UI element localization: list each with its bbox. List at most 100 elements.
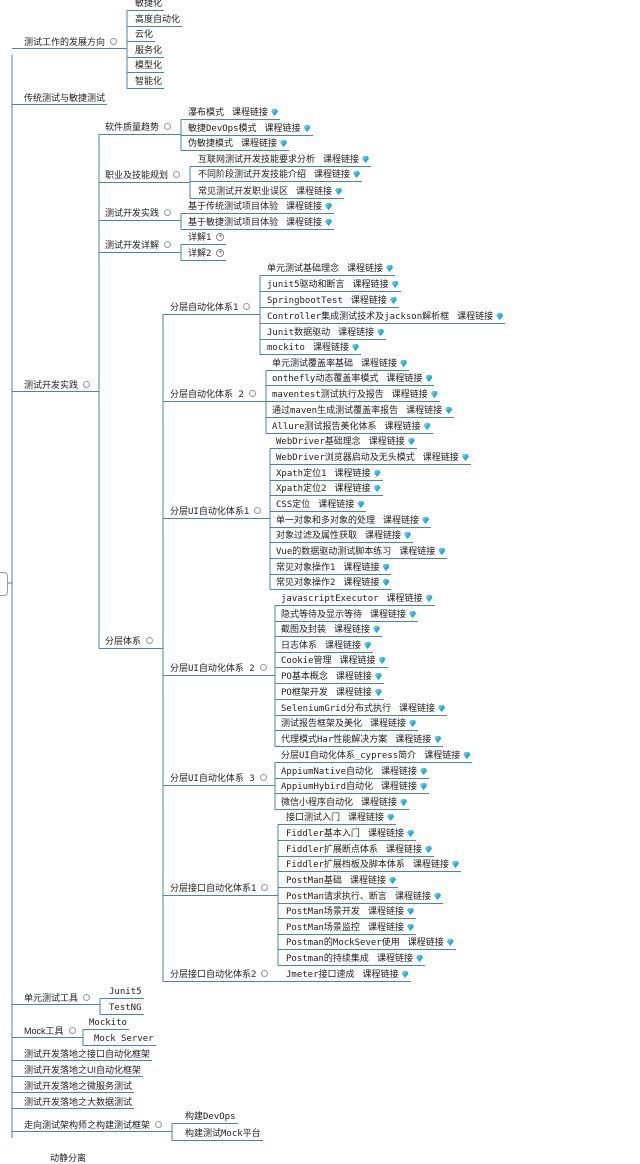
course-link[interactable]: 课程链接: [314, 170, 351, 180]
topic-node[interactable]: 详解2+: [186, 248, 227, 260]
course-link[interactable]: 课程链接: [391, 390, 428, 400]
topic-node[interactable]: 常见测试开发职业误区课程链接: [196, 186, 345, 198]
topic-node[interactable]: Jmeter接口速成课程链接: [284, 969, 411, 981]
course-link[interactable]: 课程链接: [395, 735, 432, 745]
course-link[interactable]: 课程链接: [338, 328, 375, 338]
collapse-toggle-icon[interactable]: [259, 664, 267, 671]
topic-node[interactable]: Mock工具: [22, 1025, 78, 1037]
topic-node[interactable]: Junit5: [107, 986, 144, 998]
course-link[interactable]: 课程链接: [318, 500, 355, 510]
course-link[interactable]: 课程链接: [424, 751, 461, 761]
topic-node[interactable]: 服务化: [133, 45, 165, 57]
topic-node[interactable]: 分层接口自动化体系2: [168, 969, 271, 981]
expand-plus-icon[interactable]: +: [216, 232, 225, 241]
collapse-toggle-icon[interactable]: [173, 171, 181, 178]
course-link[interactable]: 课程链接: [343, 563, 380, 573]
topic-node[interactable]: 代理模式Har性能解决方案课程链接: [279, 734, 444, 746]
course-link[interactable]: 课程链接: [386, 374, 423, 384]
course-link[interactable]: 课程链接: [232, 108, 269, 118]
topic-node[interactable]: 不同阶段测试开发技能介绍课程链接: [196, 169, 363, 181]
topic-node[interactable]: Postman的MockSever使用课程链接: [284, 937, 456, 949]
topic-node[interactable]: 测试开发详解: [103, 240, 174, 252]
topic-node[interactable]: 测试开发落地之接口自动化框架: [22, 1048, 153, 1060]
course-link[interactable]: 课程链接: [264, 124, 301, 134]
course-link[interactable]: 课程链接: [399, 547, 436, 557]
collapse-toggle-icon[interactable]: [248, 390, 256, 397]
topic-node[interactable]: 云化: [133, 29, 156, 41]
topic-node[interactable]: Cookie管理课程链接: [279, 655, 388, 667]
topic-node[interactable]: 测试工作的发展方向: [22, 36, 120, 48]
course-link[interactable]: 课程链接: [335, 688, 372, 698]
course-link[interactable]: 课程链接: [334, 625, 371, 635]
course-link[interactable]: 课程链接: [286, 218, 323, 228]
course-link[interactable]: 课程链接: [385, 845, 422, 855]
topic-node[interactable]: 日志体系课程链接: [279, 640, 374, 652]
topic-node[interactable]: 软件质量趋势: [103, 122, 174, 134]
topic-node[interactable]: 微信小程序自动化课程链接: [279, 797, 410, 809]
course-link[interactable]: 课程链接: [368, 437, 405, 447]
course-link[interactable]: 课程链接: [457, 312, 494, 322]
course-link[interactable]: 课程链接: [367, 923, 404, 933]
course-link[interactable]: 课程链接: [370, 719, 407, 729]
expand-plus-icon[interactable]: +: [216, 248, 225, 257]
topic-node[interactable]: 瀑布模式课程链接: [186, 107, 281, 119]
topic-node[interactable]: 构建DevOps: [183, 1111, 238, 1123]
topic-node[interactable]: AppiumHybird自动化课程链接: [279, 781, 430, 793]
collapse-toggle-icon[interactable]: [146, 637, 154, 644]
collapse-toggle-icon[interactable]: [261, 884, 269, 891]
collapse-toggle-icon[interactable]: [164, 241, 172, 248]
topic-node[interactable]: 分层自动化体系1: [168, 302, 253, 314]
topic-node[interactable]: 详解1+: [186, 232, 227, 244]
course-link[interactable]: 课程链接: [394, 892, 431, 902]
topic-node[interactable]: 基于敏捷测试项目体验课程链接: [186, 217, 335, 229]
topic-node[interactable]: junit5驱动和断言课程链接: [265, 279, 401, 291]
topic-node[interactable]: PostMan场景开发课程链接: [284, 906, 416, 918]
topic-node[interactable]: 通过maven生成测试覆盖率报告课程链接: [270, 405, 455, 417]
topic-node[interactable]: 测试开发落地之微服务测试: [22, 1080, 135, 1092]
course-link[interactable]: 课程链接: [296, 187, 333, 197]
topic-node[interactable]: 单元测试覆盖率基础课程链接: [270, 358, 410, 370]
course-link[interactable]: 课程链接: [407, 938, 444, 948]
course-link[interactable]: 课程链接: [361, 359, 398, 369]
topic-node[interactable]: 职业及技能规划: [103, 170, 183, 182]
topic-node[interactable]: Junit数据驱动课程链接: [265, 327, 387, 339]
course-link[interactable]: 课程链接: [383, 516, 420, 526]
topic-node[interactable]: CSS定位课程链接: [274, 499, 367, 511]
course-link[interactable]: 课程链接: [343, 578, 380, 588]
topic-node[interactable]: PO基本概念课程链接: [279, 671, 384, 683]
topic-node[interactable]: Controller集成测试技术及jackson解析框课程链接: [265, 311, 506, 323]
collapse-toggle-icon[interactable]: [164, 209, 172, 216]
course-link[interactable]: 课程链接: [365, 531, 402, 541]
course-link[interactable]: 课程链接: [349, 876, 386, 886]
course-link[interactable]: 课程链接: [286, 202, 323, 212]
course-link[interactable]: 课程链接: [348, 813, 385, 823]
course-link[interactable]: 课程链接: [367, 829, 404, 839]
course-link[interactable]: 课程链接: [334, 469, 371, 479]
course-link[interactable]: 课程链接: [339, 656, 376, 666]
topic-node[interactable]: 单一对象和多对象的处理课程链接: [274, 515, 432, 527]
topic-node[interactable]: maventest测试执行及报告课程链接: [270, 389, 440, 401]
topic-node[interactable]: 模型化: [133, 60, 165, 72]
course-link[interactable]: 课程链接: [386, 594, 423, 604]
topic-node[interactable]: 分层UI自动化体系1: [168, 506, 264, 518]
topic-node[interactable]: 测试开发落地之大数据测试: [22, 1096, 135, 1108]
topic-node[interactable]: 对象过滤及属性获取课程链接: [274, 530, 414, 542]
collapse-toggle-icon[interactable]: [254, 507, 262, 514]
topic-node[interactable]: Fiddler扩展断点体系课程链接: [284, 844, 434, 856]
course-link[interactable]: 课程链接: [347, 264, 384, 274]
course-link[interactable]: 课程链接: [362, 970, 399, 980]
topic-node[interactable]: 单元测试工具: [22, 992, 93, 1004]
topic-node[interactable]: 测试开发实践: [22, 379, 93, 391]
topic-node[interactable]: onthefly动态覆盖率模式课程链接: [270, 373, 435, 385]
course-link[interactable]: 课程链接: [422, 453, 459, 463]
course-link[interactable]: 课程链接: [412, 860, 449, 870]
collapse-toggle-icon[interactable]: [83, 994, 91, 1002]
topic-node[interactable]: 高度自动化: [133, 14, 183, 26]
course-link[interactable]: 课程链接: [399, 704, 436, 714]
topic-node[interactable]: PostMan场景监控课程链接: [284, 922, 416, 934]
topic-node[interactable]: Postman的持续集成课程链接: [284, 953, 425, 965]
